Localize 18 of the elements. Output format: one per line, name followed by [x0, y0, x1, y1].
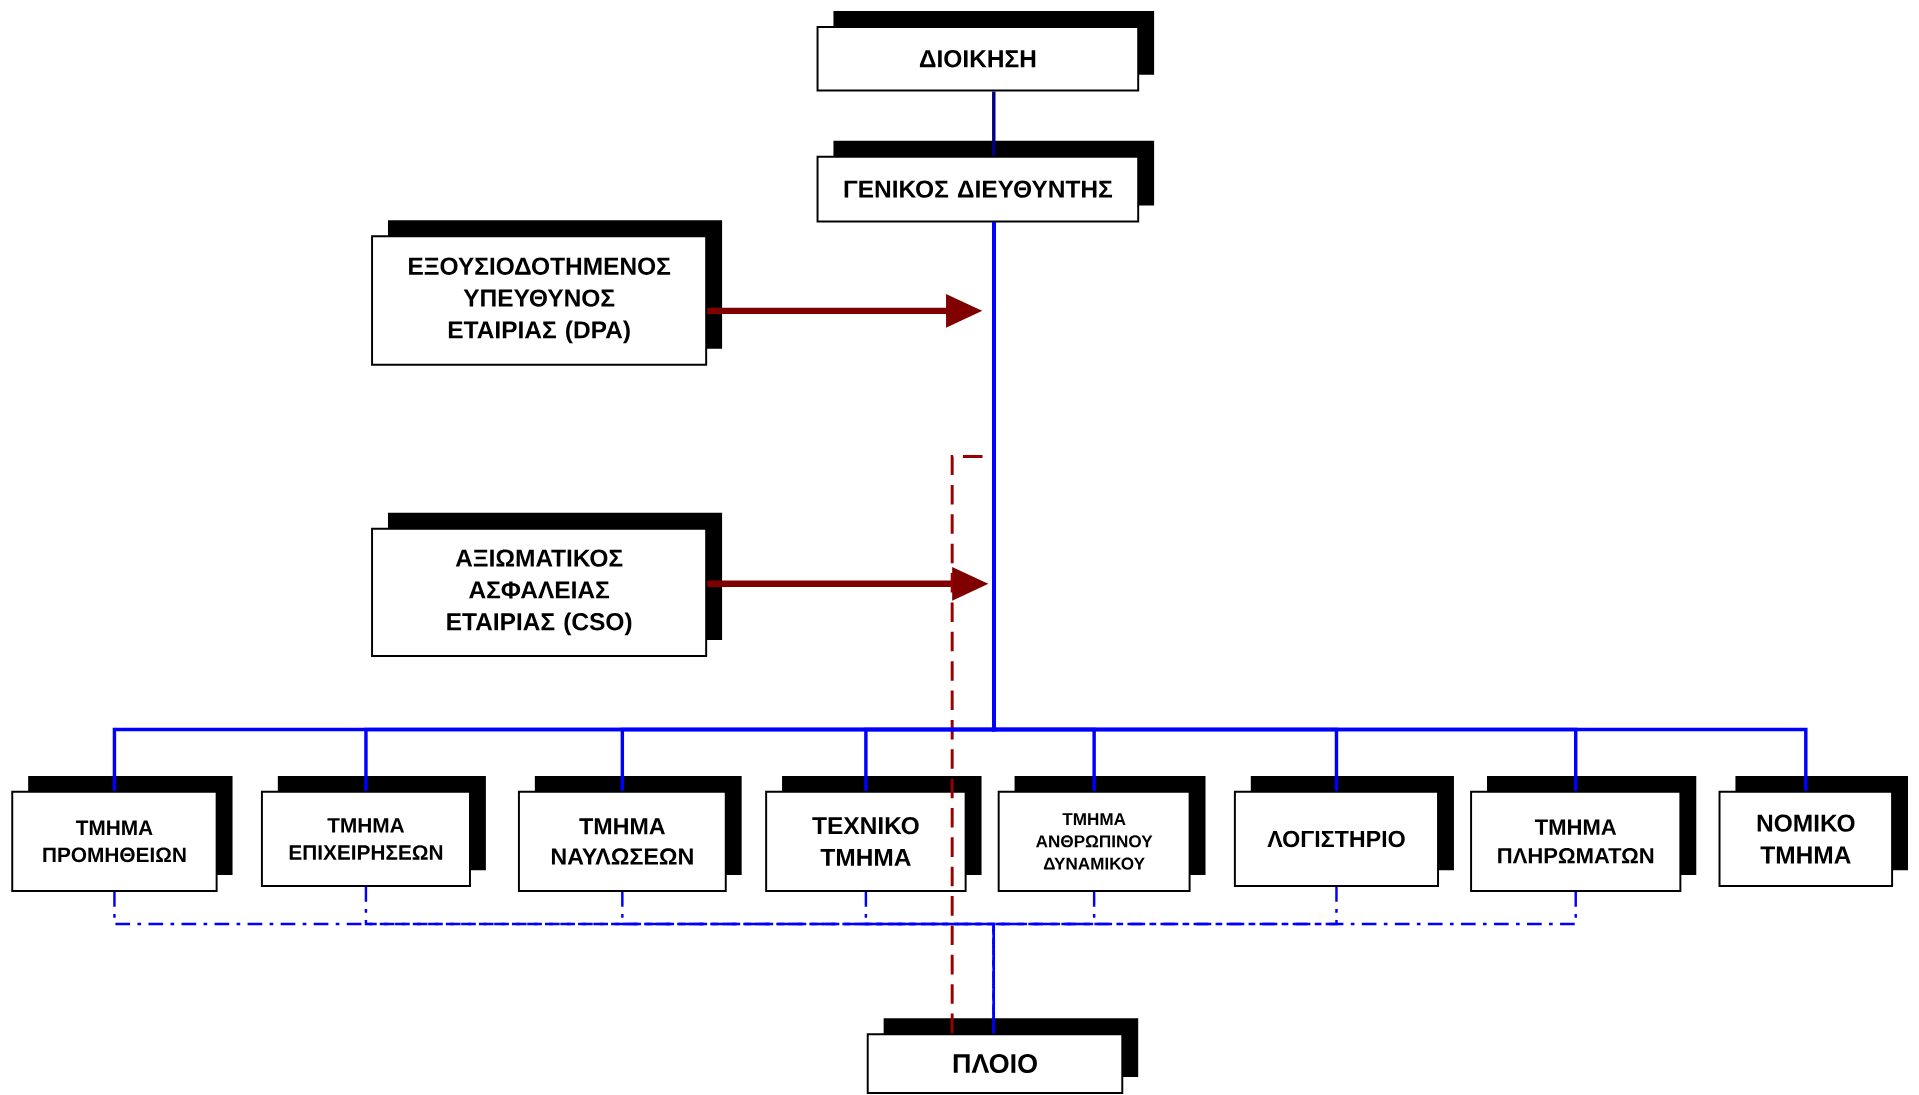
org-box: ΛΟΓΙΣΤΗΡΙΟ — [1233, 775, 1454, 887]
org-box: ΓΕΝΙΚΟΣ ΔΙΕΥΘΥΝΤΗΣ — [816, 140, 1155, 223]
org-box: ΔΙΟΙΚΗΣΗ — [816, 10, 1155, 92]
org-box: ΤΜΗΜΑ ΝΑΥΛΩΣΕΩΝ — [517, 775, 742, 892]
org-box: ΤΕΧΝΙΚΟ ΤΜΗΜΑ — [765, 775, 982, 892]
org-box: ΤΜΗΜΑ ΠΛΗΡΩΜΑΤΩΝ — [1470, 775, 1697, 892]
connector-line — [992, 91, 996, 156]
org-box: ΤΜΗΜΑ ΕΠΙΧΕΙΡΗΣΕΩΝ — [260, 775, 486, 887]
org-box: ΝΟΜΙΚΟ ΤΜΗΜΑ — [1718, 775, 1908, 887]
connector-line — [950, 454, 983, 1033]
org-box: ΤΜΗΜΑ ΠΡΟΜΗΘΕΙΩΝ — [11, 775, 233, 892]
org-box: ΕΞΟΥΣΙΟΔΟΤΗΜΕΝΟΣ ΥΠΕΥΘΥΝΟΣ ΕΤΑΙΡΙΑΣ (DPA) — [371, 220, 723, 366]
connector-line — [992, 891, 1577, 1033]
org-box: ΠΛΟΙΟ — [866, 1018, 1139, 1094]
org-box: ΤΜΗΜΑ ΑΝΘΡΩΠΙΝΟΥ ΔΥΝΑΜΙΚΟΥ — [997, 775, 1206, 892]
connector-line — [992, 886, 1338, 1033]
connector-line — [992, 222, 1808, 791]
org-box: ΑΞΙΩΜΑΤΙΚΟΣ ΑΣΦΑΛΕΙΑΣ ΕΤΑΙΡΙΑΣ (CSO) — [371, 512, 723, 657]
